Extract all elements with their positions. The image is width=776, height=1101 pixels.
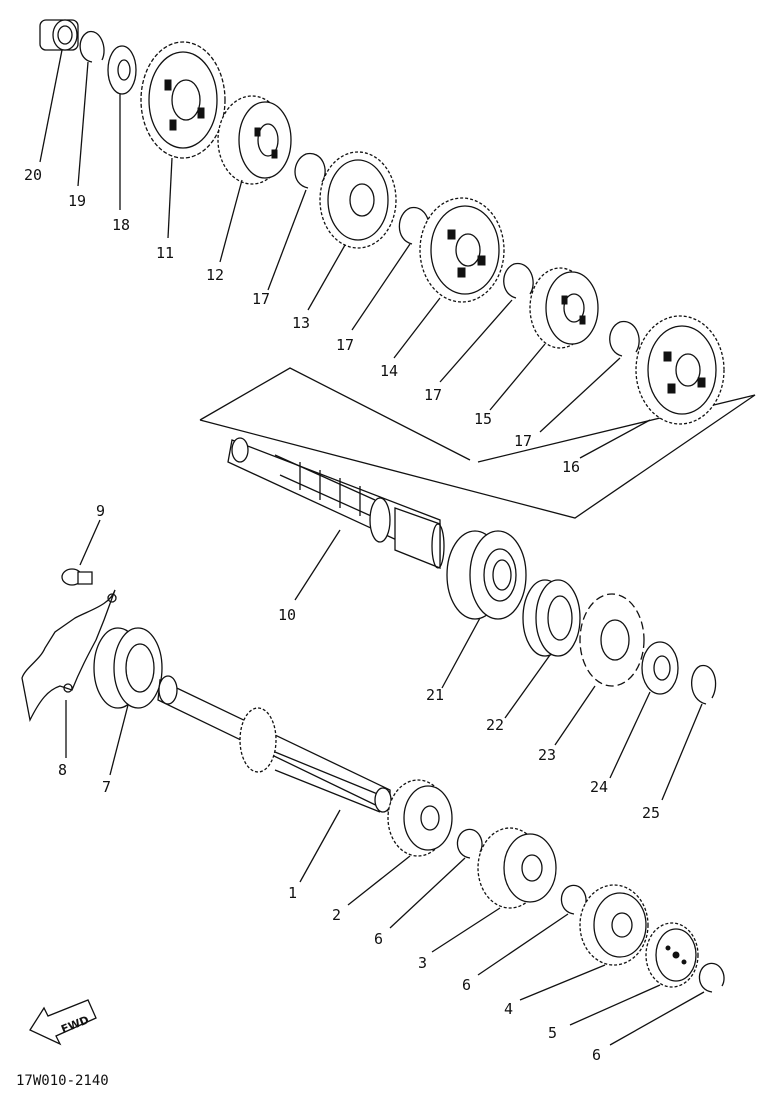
circlip-6-c bbox=[698, 962, 725, 993]
leader-lines bbox=[39, 49, 705, 1046]
label-19: 19 bbox=[68, 192, 86, 210]
circlip-17-c bbox=[503, 262, 534, 299]
label-5: 5 bbox=[548, 1024, 557, 1042]
label-17-b: 17 bbox=[336, 336, 354, 354]
label-18: 18 bbox=[112, 216, 130, 234]
fwd-arrow-icon: FWD bbox=[29, 999, 97, 1046]
label-9: 9 bbox=[96, 502, 105, 520]
gear-5 bbox=[645, 922, 699, 988]
label-3: 3 bbox=[418, 954, 427, 972]
label-6-b: 6 bbox=[462, 976, 471, 994]
gear-12 bbox=[217, 95, 292, 185]
label-6-c: 6 bbox=[592, 1046, 601, 1064]
circlip-6-a bbox=[456, 828, 483, 859]
label-17-c: 17 bbox=[424, 386, 442, 404]
gear-4 bbox=[579, 884, 649, 966]
label-12: 12 bbox=[206, 266, 224, 284]
label-15: 15 bbox=[474, 410, 492, 428]
label-7: 7 bbox=[102, 778, 111, 796]
label-6-a: 6 bbox=[374, 930, 383, 948]
bolt-9 bbox=[61, 568, 93, 586]
lock-washer-24 bbox=[641, 641, 679, 695]
oil-seal-22 bbox=[522, 579, 581, 657]
circlip-25 bbox=[691, 665, 717, 705]
label-24: 24 bbox=[590, 778, 608, 796]
label-13: 13 bbox=[292, 314, 310, 332]
circlip-17-d bbox=[609, 320, 640, 357]
drive-axle-10 bbox=[227, 437, 445, 569]
part-labels: 20 19 18 11 12 17 13 17 14 17 15 17 16 9… bbox=[24, 166, 660, 1064]
gear-15 bbox=[529, 267, 599, 349]
label-1: 1 bbox=[288, 884, 297, 902]
bearing-plate-8 bbox=[21, 589, 117, 723]
label-10: 10 bbox=[278, 606, 296, 624]
circlip-17-a bbox=[294, 152, 326, 189]
gear-14 bbox=[419, 197, 505, 303]
group-bracket-right bbox=[199, 394, 756, 519]
label-17-a: 17 bbox=[252, 290, 270, 308]
label-21: 21 bbox=[426, 686, 444, 704]
circlip-6-b bbox=[560, 884, 587, 915]
label-8: 8 bbox=[58, 761, 67, 779]
figure-code: 17W010-2140 bbox=[16, 1073, 109, 1089]
gear-13 bbox=[319, 151, 397, 249]
bearing-7 bbox=[93, 627, 163, 709]
label-16: 16 bbox=[562, 458, 580, 476]
washer-18 bbox=[107, 45, 137, 95]
label-23: 23 bbox=[538, 746, 556, 764]
label-14: 14 bbox=[380, 362, 398, 380]
bearing-21 bbox=[446, 530, 527, 620]
label-4: 4 bbox=[504, 1000, 513, 1018]
label-2: 2 bbox=[332, 906, 341, 924]
circlip-19 bbox=[79, 30, 105, 63]
label-11: 11 bbox=[156, 244, 174, 262]
gear-16 bbox=[635, 315, 725, 425]
gear-2 bbox=[387, 779, 453, 857]
label-22: 22 bbox=[486, 716, 504, 734]
sprocket-23 bbox=[579, 593, 645, 687]
group-bracket bbox=[199, 367, 471, 461]
label-20: 20 bbox=[24, 166, 42, 184]
main-axle-1 bbox=[157, 675, 392, 814]
needle-bearing-20 bbox=[39, 19, 79, 51]
gear-11 bbox=[140, 41, 226, 159]
gear-3 bbox=[477, 827, 557, 909]
label-25: 25 bbox=[642, 804, 660, 822]
label-17-d: 17 bbox=[514, 432, 532, 450]
